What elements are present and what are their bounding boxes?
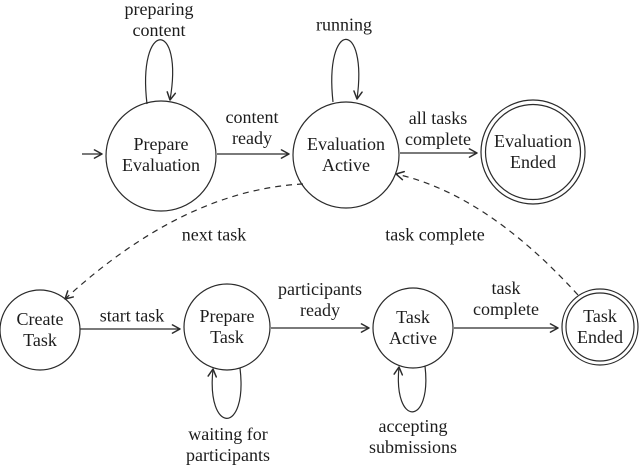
self-loop-prepare-evaluation: [145, 39, 177, 105]
state-circle-evaluation-ended-outer: [480, 99, 586, 205]
state-circle-evaluation-active: [292, 101, 400, 209]
state-circle-evaluation-ended-inner: [484, 103, 582, 201]
state-circle-prepare-task: [183, 283, 271, 371]
state-circle-prepare-evaluation: [105, 100, 217, 212]
self-loop-task-active: [393, 365, 427, 413]
state-circle-task-ended-inner: [565, 292, 635, 362]
state-circle-task-active: [372, 287, 454, 369]
dashed-transition-next-task: [64, 183, 304, 300]
state-circle-task-ended-outer: [561, 288, 639, 366]
dashed-transition-task-complete: [395, 170, 579, 296]
self-loop-evaluation-active: [331, 38, 363, 103]
state-circle-create-task: [0, 289, 81, 371]
self-loop-prepare-task: [207, 367, 242, 419]
